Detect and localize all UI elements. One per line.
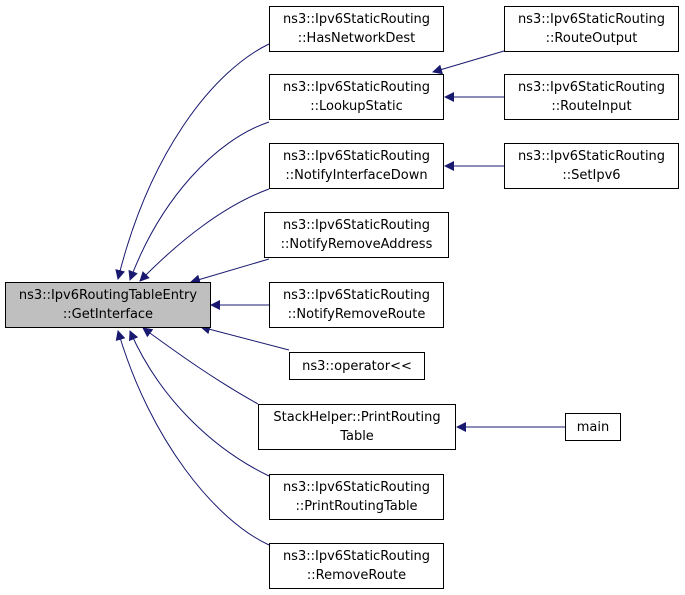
node-set-ipv6[interactable]: ns3::Ipv6StaticRouting ::SetIpv6: [504, 143, 679, 189]
node-line2: ::NotifyRemoveAddress: [280, 237, 433, 252]
node-line1: ns3::Ipv6StaticRouting: [282, 480, 431, 495]
node-line1: ns3::Ipv6StaticRouting: [517, 80, 666, 95]
node-line1: ns3::Ipv6StaticRouting: [282, 12, 431, 27]
edge-notify-interface-down: [139, 188, 270, 282]
node-line2: ::SetIpv6: [562, 168, 621, 183]
edge-remove-route: [115, 330, 270, 546]
node-remove-route[interactable]: ns3::Ipv6StaticRouting ::RemoveRoute: [269, 543, 444, 589]
edge-has-network-dest: [115, 43, 270, 280]
root-node-line1: ns3::Ipv6RoutingTableEntry: [18, 288, 198, 303]
edge-print-routing-table: [129, 330, 270, 477]
node-line2: ::NotifyInterfaceDown: [285, 168, 428, 183]
root-node-line2: ::GetInterface: [62, 307, 154, 322]
node-notify-interface-down[interactable]: ns3::Ipv6StaticRouting ::NotifyInterface…: [269, 143, 444, 189]
node-line1: ns3::Ipv6StaticRouting: [282, 149, 431, 164]
edge-notify-remove-address: [190, 258, 270, 285]
node-line2: ::NotifyRemoveRoute: [287, 307, 426, 322]
node-line1: StackHelper::PrintRouting: [273, 410, 441, 425]
node-line1: ns3::Ipv6StaticRouting: [282, 549, 431, 564]
node-line2: ::PrintRoutingTable: [295, 499, 418, 514]
node-operator-shift[interactable]: ns3::operator<<: [289, 352, 425, 380]
node-line2: ::RouteOutput: [545, 31, 638, 46]
node-line1: ns3::Ipv6StaticRouting: [282, 80, 431, 95]
edge-lookup-static: [128, 121, 270, 281]
node-line1: ns3::operator<<: [302, 358, 412, 374]
node-main[interactable]: main: [565, 413, 621, 441]
node-stack-helper-print[interactable]: StackHelper::PrintRouting Table: [258, 404, 456, 450]
node-lookup-static[interactable]: ns3::Ipv6StaticRouting ::LookupStatic: [269, 74, 444, 120]
node-line2: ::RemoveRoute: [306, 568, 407, 583]
node-line1: ns3::Ipv6StaticRouting: [282, 218, 431, 233]
node-line1: ns3::Ipv6StaticRouting: [282, 288, 431, 303]
node-line2: ::HasNetworkDest: [297, 31, 416, 46]
node-line2: ::LookupStatic: [310, 99, 403, 114]
node-notify-remove-address[interactable]: ns3::Ipv6StaticRouting ::NotifyRemoveAdd…: [264, 212, 449, 258]
node-line1: ns3::Ipv6StaticRouting: [517, 12, 666, 27]
node-route-output[interactable]: ns3::Ipv6StaticRouting ::RouteOutput: [504, 6, 679, 52]
edge-stack-helper-print: [142, 327, 259, 405]
node-line2: ::RouteInput: [551, 99, 632, 114]
root-node-get-interface: ns3::Ipv6RoutingTableEntry ::GetInterfac…: [5, 282, 211, 328]
edge-operator-shift: [200, 324, 290, 351]
edge-route-output: [432, 50, 505, 75]
node-route-input[interactable]: ns3::Ipv6StaticRouting ::RouteInput: [504, 74, 679, 120]
node-line1: ns3::Ipv6StaticRouting: [517, 149, 666, 164]
node-line2: Table: [340, 429, 374, 444]
node-notify-remove-route[interactable]: ns3::Ipv6StaticRouting ::NotifyRemoveRou…: [269, 282, 444, 328]
node-line1: main: [576, 419, 610, 435]
node-has-network-dest[interactable]: ns3::Ipv6StaticRouting ::HasNetworkDest: [269, 6, 444, 52]
node-print-routing-table[interactable]: ns3::Ipv6StaticRouting ::PrintRoutingTab…: [269, 474, 444, 520]
